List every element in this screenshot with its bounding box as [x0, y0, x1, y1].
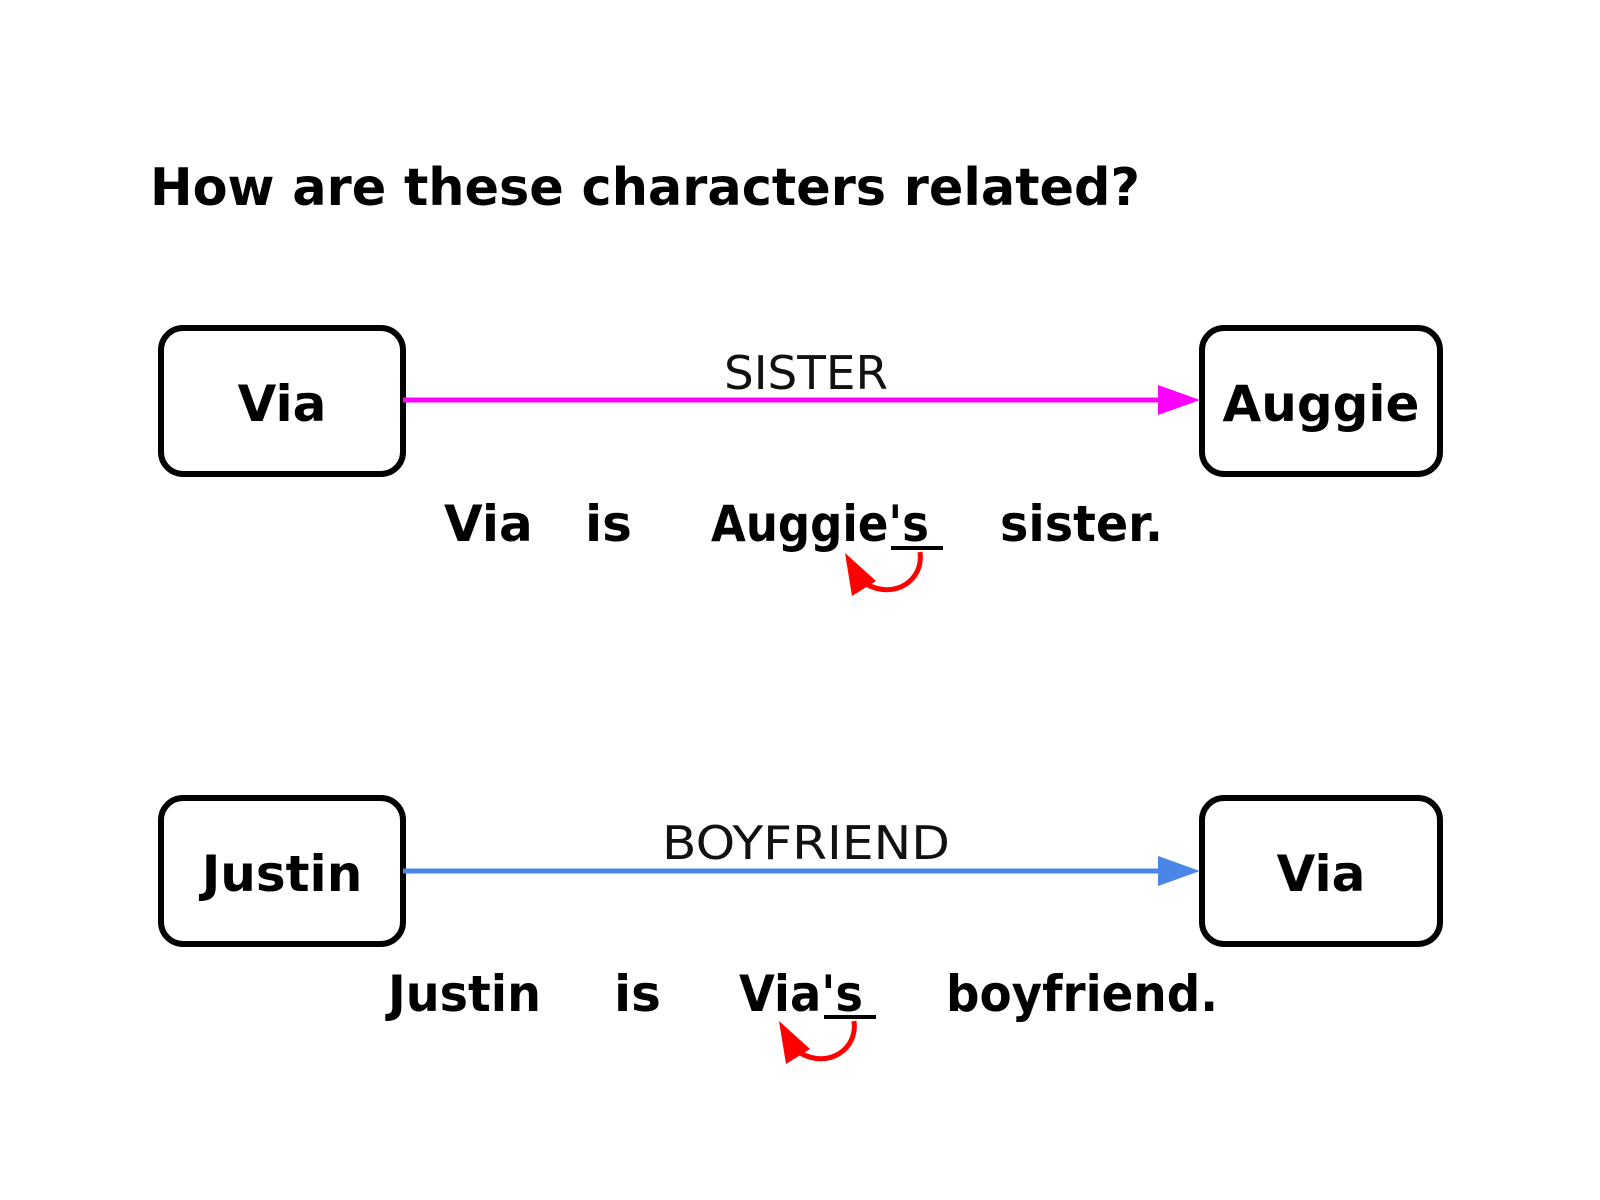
- sentence: Justin is Via's boyfriend.: [385, 965, 1218, 1064]
- node-label: Auggie: [1223, 375, 1420, 433]
- arrowhead-icon: [845, 553, 876, 596]
- arrowhead-icon: [1158, 385, 1200, 415]
- sentence-verb: is: [585, 495, 632, 553]
- possessive-arrow: [864, 551, 923, 593]
- node-label: Via: [238, 375, 327, 433]
- possessive-arrow: [798, 1020, 857, 1062]
- sentence-verb: is: [614, 965, 661, 1023]
- node-label: Via: [1277, 845, 1366, 903]
- relation-boyfriend: Justin Via BOYFRIEND Justin is Via's boy…: [158, 795, 1443, 1064]
- sentence-subject: Justin: [385, 965, 541, 1023]
- arrowhead-icon: [779, 1021, 810, 1064]
- node-auggie: [1199, 325, 1443, 477]
- edge-label: SISTER: [724, 346, 888, 400]
- page-title: How are these characters related?: [150, 158, 1140, 218]
- sentence-possessor: Auggie's: [711, 495, 929, 553]
- node-via: [1199, 795, 1443, 947]
- sentence-noun: boyfriend.: [946, 965, 1218, 1023]
- edge-label: BOYFRIEND: [662, 816, 950, 870]
- arrowhead-icon: [1158, 856, 1200, 886]
- node-label: Justin: [199, 845, 363, 903]
- sentence: Via is Auggie's sister.: [444, 495, 1163, 596]
- sentence-subject: Via: [444, 495, 533, 553]
- sentence-possessor: Via's: [739, 965, 863, 1023]
- sentence-noun: sister.: [1000, 495, 1163, 553]
- relation-sister: Via Auggie SISTER Via is Auggie's sister…: [158, 325, 1443, 596]
